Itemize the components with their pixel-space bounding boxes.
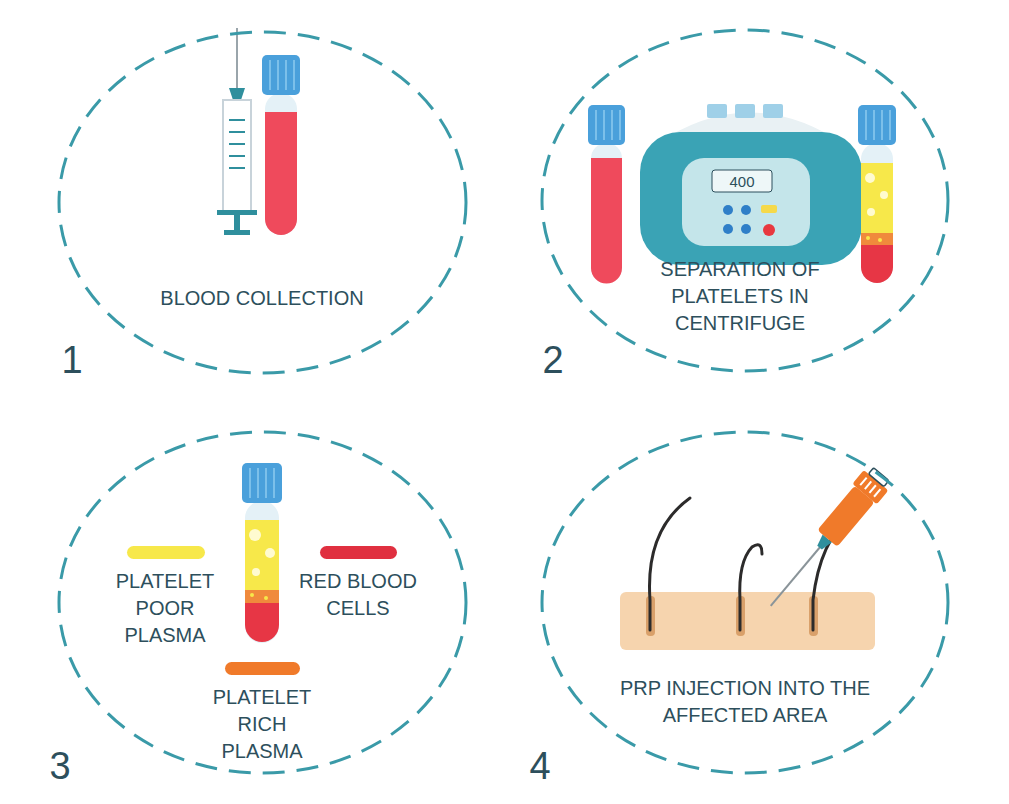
- dashed-circle: [57, 30, 468, 375]
- legend-swatch: [320, 546, 397, 559]
- step-number: 1: [52, 341, 92, 379]
- legend-text: PLATELET POOR PLASMA: [103, 568, 227, 649]
- step-caption: BLOOD COLLECTION: [142, 285, 382, 312]
- blood-tube: [588, 105, 625, 283]
- legend-text: PLATELET RICH PLASMA: [200, 684, 324, 765]
- dashed-outline: [59, 32, 466, 373]
- separated-tube: [242, 463, 282, 643]
- legend-swatch: [127, 546, 205, 559]
- legend-text: RED BLOOD CELLS: [296, 568, 420, 622]
- centrifuge: [640, 104, 862, 265]
- step-number: 3: [40, 747, 80, 785]
- step-caption: PRP INJECTION INTO THE AFFECTED AREA: [610, 675, 880, 729]
- dashed-outline: [542, 30, 948, 371]
- step-circle: PRP INJECTION INTO THE AFFECTED AREA: [540, 430, 950, 775]
- step-caption: SEPARATION OF PLATELETS IN CENTRIFUGE: [645, 256, 835, 337]
- injector: [758, 464, 893, 616]
- blood-tube: [262, 55, 300, 235]
- separated-tube: [858, 105, 896, 283]
- step-circle: SEPARATION OF PLATELETS IN CENTRIFUGE: [540, 28, 950, 373]
- step-number: 4: [520, 747, 560, 785]
- display-reading: 400: [714, 174, 770, 189]
- syringe: [217, 28, 257, 235]
- dashed-outline: [542, 432, 948, 773]
- dashed-outline: [59, 432, 466, 773]
- legend-swatch: [225, 662, 300, 675]
- step-number: 2: [533, 341, 573, 379]
- step-circle: BLOOD COLLECTION: [57, 30, 468, 375]
